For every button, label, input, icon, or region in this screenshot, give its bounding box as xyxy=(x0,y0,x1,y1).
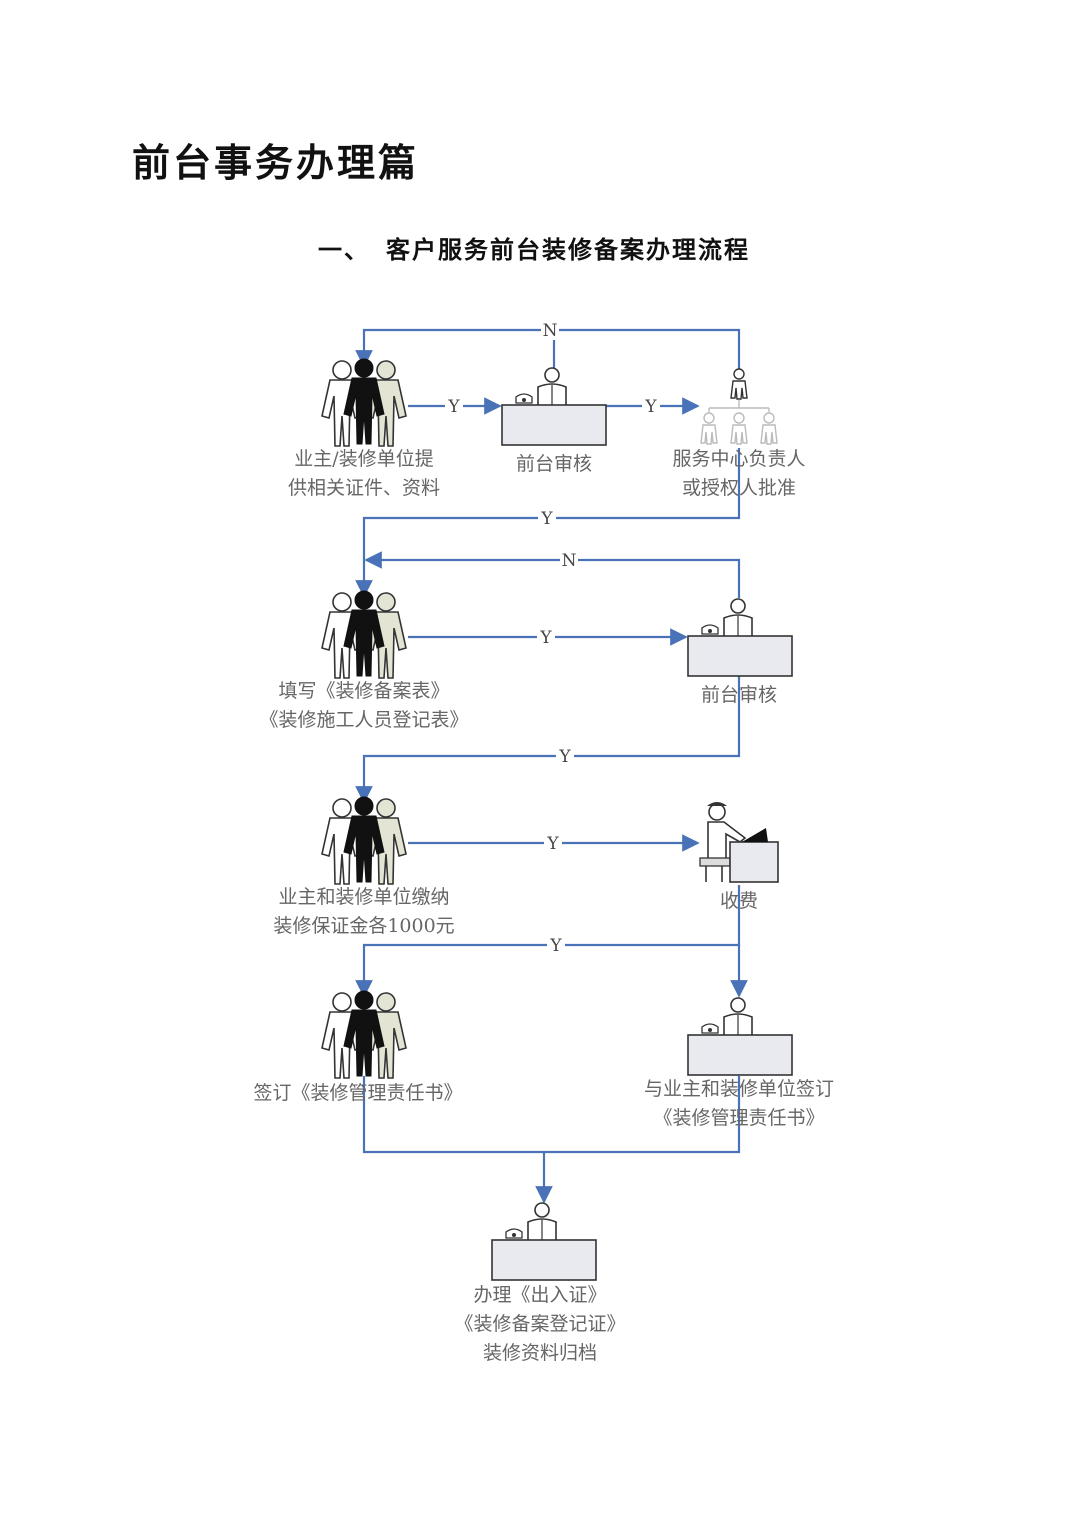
connector-labels: Y Y N Y N Y Y Y Y xyxy=(445,320,660,956)
node-front-review-2: 前台审核 xyxy=(687,598,793,706)
node-label-line: 装修资料归档 xyxy=(483,1342,597,1364)
section-title-text: 客户服务前台装修备案办理流程 xyxy=(386,235,750,264)
node-label-line: 业主/装修单位提 xyxy=(294,448,433,470)
org-hierarchy-icon xyxy=(700,368,778,445)
node-label-line: 供相关证件、资料 xyxy=(288,477,440,499)
node-final-processing: 办理《出入证》 《装修备案登记证》 装修资料归档 xyxy=(454,1202,626,1364)
node-label-line: 填写《装修备案表》 xyxy=(278,680,449,702)
node-label-line: 前台审核 xyxy=(516,453,592,475)
cashier-computer-icon xyxy=(699,802,779,883)
label-yes: Y xyxy=(546,834,559,854)
arrow-review2-to-pay xyxy=(355,676,741,804)
node-label-line: 《装修管理责任书》 xyxy=(653,1107,824,1129)
people-group-icon xyxy=(322,591,406,678)
front-desk-clerk-icon xyxy=(687,598,793,677)
node-front-review-1: 前台审核 xyxy=(501,367,607,475)
loop-reject-2 xyxy=(364,551,741,598)
people-group-icon xyxy=(322,797,406,884)
section-number: 一、 xyxy=(318,235,370,264)
node-label-line: 装修保证金各1000元 xyxy=(273,915,454,937)
node-label-line: 与业主和装修单位签订 xyxy=(644,1078,834,1100)
front-desk-clerk-icon xyxy=(687,997,793,1076)
section-heading: 一、客户服务前台装修备案办理流程 xyxy=(318,230,750,265)
node-sign-front: 与业主和装修单位签订 《装修管理责任书》 xyxy=(644,997,834,1129)
node-cashier: 收费 xyxy=(699,802,779,912)
label-yes: Y xyxy=(549,936,562,956)
node-label-line: 或授权人批准 xyxy=(682,477,796,499)
node-label-line: 前台审核 xyxy=(701,684,777,706)
label-no: N xyxy=(543,321,558,341)
node-label-line: 业主和装修单位缴纳 xyxy=(278,886,449,908)
label-yes: Y xyxy=(539,628,552,648)
label-yes: Y xyxy=(540,509,553,529)
node-label-line: 《装修备案登记证》 xyxy=(454,1313,625,1335)
node-label-line: 《装修施工人员登记表》 xyxy=(259,709,468,731)
label-yes: Y xyxy=(447,397,460,417)
front-desk-clerk-icon xyxy=(491,1202,597,1281)
page-title: 前台事务办理篇 xyxy=(132,140,420,185)
label-no: N xyxy=(562,551,577,571)
label-yes: Y xyxy=(558,747,571,767)
line-sign-owner-down xyxy=(362,1076,741,1154)
people-group-icon xyxy=(322,359,406,446)
node-owner-submit: 业主/装修单位提 供相关证件、资料 xyxy=(288,359,440,499)
node-label-line: 收费 xyxy=(720,890,758,912)
node-fill-forms: 填写《装修备案表》 《装修施工人员登记表》 xyxy=(259,591,469,731)
label-yes: Y xyxy=(644,397,657,417)
node-sign-owner: 签订《装修管理责任书》 xyxy=(253,991,463,1104)
node-manager-approve: 服务中心负责人 或授权人批准 xyxy=(672,368,806,499)
node-label-line: 签订《装修管理责任书》 xyxy=(253,1082,462,1104)
node-label-line: 办理《出入证》 xyxy=(473,1284,606,1306)
front-desk-clerk-icon xyxy=(501,367,607,446)
node-pay-deposit: 业主和装修单位缴纳 装修保证金各1000元 xyxy=(273,797,455,937)
node-label-line: 服务中心负责人 xyxy=(672,448,805,470)
people-group-icon xyxy=(322,991,406,1078)
